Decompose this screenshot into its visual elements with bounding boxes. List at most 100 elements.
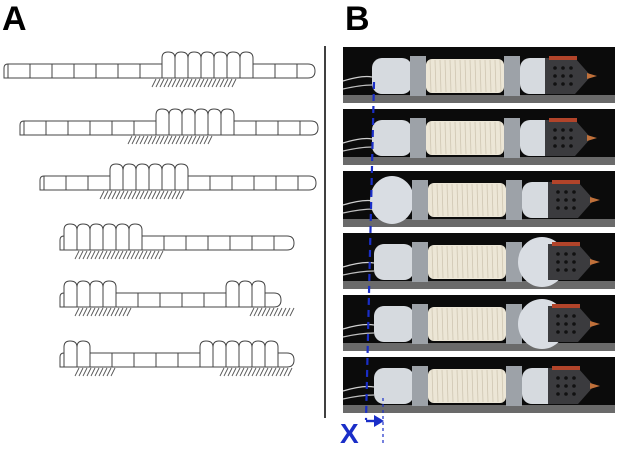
front-clamp <box>506 366 522 406</box>
worm-head <box>264 292 282 308</box>
head-hole <box>561 66 565 70</box>
photo-frame-3 <box>342 171 615 227</box>
head-hole <box>556 314 560 318</box>
head-hole <box>556 252 560 256</box>
ground-anchor-hatch <box>151 78 237 88</box>
head-hole <box>572 330 576 334</box>
head-hole <box>561 74 565 78</box>
ground-anchor-hatch-front <box>249 307 295 317</box>
head-hole <box>564 376 568 380</box>
worm-head <box>277 352 295 368</box>
ground-anchor-hatch <box>99 190 185 200</box>
rear-silicone-segment <box>372 120 412 156</box>
rear-clamp <box>412 304 428 344</box>
head-hole <box>569 82 573 86</box>
front-clamp <box>506 180 522 220</box>
head-hole <box>556 260 560 264</box>
worm-segment-contracted <box>174 163 189 191</box>
panel-a-label: A <box>2 0 27 38</box>
head-hole <box>553 74 557 78</box>
head-tip <box>590 383 600 389</box>
tubing <box>342 385 375 392</box>
head-hole <box>553 144 557 148</box>
worm-row-5 <box>59 280 295 317</box>
head-hole <box>561 144 565 148</box>
worm-row-4 <box>59 223 295 260</box>
head-hole <box>569 74 573 78</box>
head-hole <box>572 322 576 326</box>
head-tip <box>590 197 600 203</box>
worm-head <box>296 63 316 79</box>
head-hole <box>556 392 560 396</box>
photo-frame-1 <box>342 47 615 103</box>
head-hole <box>564 268 568 272</box>
tubing <box>342 146 373 152</box>
tubing <box>342 75 373 82</box>
tubing <box>342 270 375 276</box>
rear-silicone-segment <box>374 244 414 280</box>
head-hole <box>553 66 557 70</box>
head-hole <box>564 260 568 264</box>
head-hole <box>553 82 557 86</box>
rear-clamp <box>412 366 428 406</box>
head-hole <box>561 82 565 86</box>
head-hole <box>572 190 576 194</box>
front-clamp <box>504 56 520 96</box>
head-hole <box>564 252 568 256</box>
head-hole <box>572 376 576 380</box>
head-hole <box>572 392 576 396</box>
head-hole <box>556 330 560 334</box>
front-clamp <box>506 242 522 282</box>
displacement-x-label: X <box>340 418 359 449</box>
head-hole <box>569 144 573 148</box>
worm-head <box>273 235 295 251</box>
head-hole <box>556 206 560 210</box>
worm-segment-contracted <box>128 223 143 251</box>
worm-row-6 <box>59 340 295 377</box>
head-hole <box>564 206 568 210</box>
robot-head <box>548 306 594 342</box>
worm-row-2 <box>19 108 319 145</box>
ground-anchor-hatch <box>74 250 164 260</box>
rear-silicone-segment <box>372 58 412 94</box>
tubing <box>342 84 373 90</box>
worm-segment-contracted <box>251 280 266 308</box>
head-hole <box>556 198 560 202</box>
head-hole <box>561 128 565 132</box>
worm-segment-contracted <box>264 340 279 368</box>
worm-segment-contracted <box>239 51 254 79</box>
worm-head <box>297 175 317 191</box>
head-hole <box>572 252 576 256</box>
worm-segment-contracted <box>220 108 235 136</box>
ground-anchor-hatch <box>74 307 132 317</box>
head-hole <box>564 330 568 334</box>
head-stripe <box>552 366 580 370</box>
head-hole <box>572 314 576 318</box>
head-hole <box>572 268 576 272</box>
photo-frame-5 <box>342 295 615 351</box>
head-tip <box>590 321 600 327</box>
head-hole <box>564 392 568 396</box>
robot-head <box>548 182 594 218</box>
head-hole <box>572 206 576 210</box>
head-hole <box>553 128 557 132</box>
head-hole <box>556 322 560 326</box>
displacement-arrow-head <box>374 415 384 427</box>
worm-head <box>299 120 319 136</box>
photo-floor <box>343 405 615 413</box>
tubing <box>342 137 373 144</box>
head-tip <box>587 135 597 141</box>
ground-anchor-hatch <box>74 367 116 377</box>
robot-head <box>545 120 591 156</box>
reference-dashed-line <box>364 81 376 421</box>
head-tip <box>587 73 597 79</box>
panel-b-label: B <box>345 0 370 38</box>
head-hole <box>561 136 565 140</box>
ground-anchor-hatch <box>127 135 213 145</box>
head-hole <box>569 66 573 70</box>
head-hole <box>556 376 560 380</box>
head-tip <box>590 259 600 265</box>
head-hole <box>564 384 568 388</box>
front-clamp <box>504 118 520 158</box>
head-stripe <box>552 180 580 184</box>
